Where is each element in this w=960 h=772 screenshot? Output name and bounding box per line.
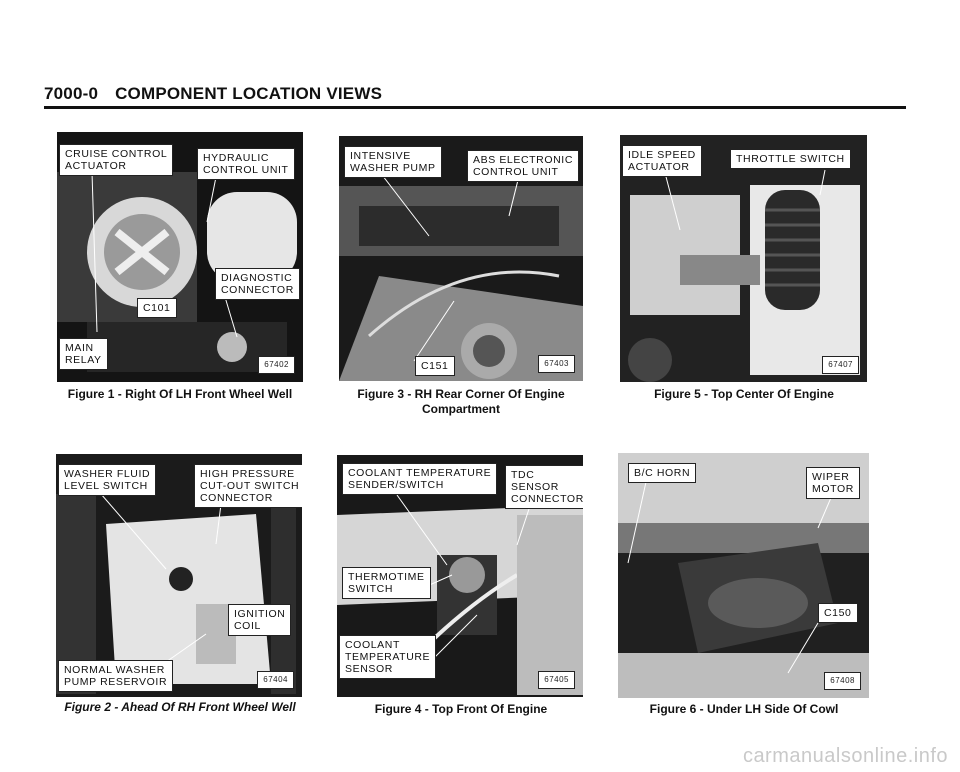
label-normal-washer-pump-reservoir: NORMAL WASHER PUMP RESERVOIR <box>58 660 174 692</box>
label-coolant-temperature-sender-switch: COOLANT TEMPERATURE SENDER/SWITCH <box>342 463 498 495</box>
figure-4-caption: Figure 4 - Top Front Of Engine <box>374 702 548 716</box>
figure-3-caption: Figure 3 - RH Rear Corner Of Engine Comp… <box>357 387 565 416</box>
label-tdc-sensor-connector: TDC SENSOR CONNECTOR <box>505 465 583 509</box>
figure-1-photo: CRUISE CONTROL ACTUATOR HYDRAULIC CONTRO… <box>57 132 303 382</box>
figure-2-photo: WASHER FLUID LEVEL SWITCH HIGH PRESSURE … <box>56 454 302 697</box>
figure-ref-number: 67408 <box>824 672 861 690</box>
label-hydraulic-control-unit: HYDRAULIC CONTROL UNIT <box>197 148 295 180</box>
watermark: carmanualsonline.info <box>742 745 948 767</box>
section-code: 7000-0 <box>44 84 99 103</box>
label-throttle-switch: THROTTLE SWITCH <box>730 149 851 169</box>
header-rule <box>44 106 906 109</box>
label-intensive-washer-pump: INTENSIVE WASHER PUMP <box>344 146 442 178</box>
figure-ref-number: 67405 <box>538 671 575 689</box>
figure-5-caption: Figure 5 - Top Center Of Engine <box>654 387 834 401</box>
label-high-pressure-cut-out-switch-connector: HIGH PRESSURE CUT-OUT SWITCH CONNECTOR <box>194 464 302 508</box>
label-washer-fluid-level-switch: WASHER FLUID LEVEL SWITCH <box>58 464 157 496</box>
label-cruise-control-actuator: CRUISE CONTROL ACTUATOR <box>59 144 174 176</box>
page-header: 7000-0 COMPONENT LOCATION VIEWS <box>44 84 382 104</box>
figure-5-photo: IDLE SPEED ACTUATOR THROTTLE SWITCH 6740… <box>620 135 867 382</box>
label-c101: C101 <box>137 298 177 318</box>
label-c150: C150 <box>818 603 858 623</box>
label-main-relay: MAIN RELAY <box>59 338 108 370</box>
label-idle-speed-actuator: IDLE SPEED ACTUATOR <box>622 145 702 177</box>
figure-ref-number: 67404 <box>257 671 294 689</box>
label-coolant-temperature-sensor: COOLANT TEMPERATURE SENSOR <box>339 635 437 679</box>
label-c151: C151 <box>415 356 455 376</box>
figure-ref-number: 67403 <box>538 355 575 373</box>
label-wiper-motor: WIPER MOTOR <box>806 467 860 499</box>
figure-2-caption: Figure 2 - Ahead Of RH Front Wheel Well <box>64 700 296 714</box>
figure-6-photo: B/C HORN WIPER MOTOR C150 67408 <box>618 453 869 698</box>
label-thermotime-switch: THERMOTIME SWITCH <box>342 567 431 599</box>
label-abs-electronic-control-unit: ABS ELECTRONIC CONTROL UNIT <box>467 150 580 182</box>
label-diagnostic-connector: DIAGNOSTIC CONNECTOR <box>215 268 300 300</box>
section-title: COMPONENT LOCATION VIEWS <box>115 84 383 103</box>
figure-3-photo: INTENSIVE WASHER PUMP ABS ELECTRONIC CON… <box>339 136 583 381</box>
figure-ref-number: 67407 <box>822 356 859 374</box>
figure-1-caption: Figure 1 - Right Of LH Front Wheel Well <box>67 387 293 401</box>
label-b-c-horn: B/C HORN <box>628 463 697 483</box>
figure-4-photo: COOLANT TEMPERATURE SENDER/SWITCH TDC SE… <box>337 455 583 697</box>
label-ignition-coil: IGNITION COIL <box>228 604 292 636</box>
figure-6-caption: Figure 6 - Under LH Side Of Cowl <box>649 702 839 716</box>
figure-ref-number: 67402 <box>258 356 295 374</box>
